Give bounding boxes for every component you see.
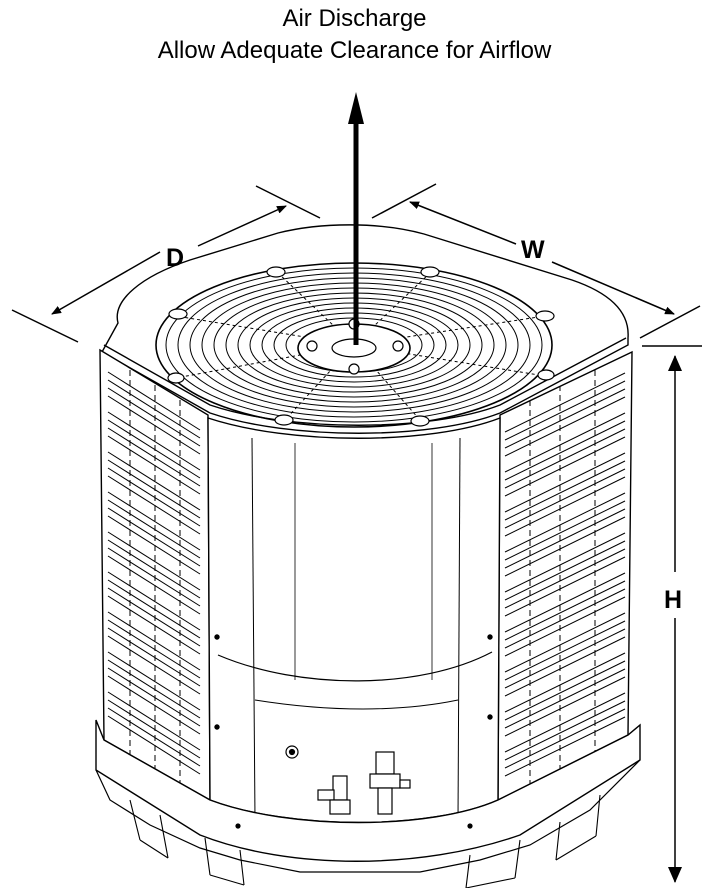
width-label: W	[521, 236, 545, 264]
base-pan	[95, 719, 641, 889]
clearance-caption: Allow Adequate Clearance for Airflow	[157, 37, 552, 64]
right-coil-guard	[497, 350, 633, 802]
left-coil-guard	[99, 348, 211, 802]
height-dimension	[642, 345, 702, 883]
air-discharge-caption: Air Discharge	[282, 5, 427, 32]
service-valves	[235, 745, 473, 829]
front-access-panel	[207, 416, 501, 824]
air-discharge-arrow	[348, 92, 364, 345]
height-label: H	[664, 586, 683, 614]
width-dimension	[371, 183, 701, 339]
depth-dimension	[11, 185, 321, 343]
guard-mount-bosses	[167, 266, 555, 427]
fan-hub	[297, 318, 411, 375]
depth-label: D	[166, 244, 185, 272]
